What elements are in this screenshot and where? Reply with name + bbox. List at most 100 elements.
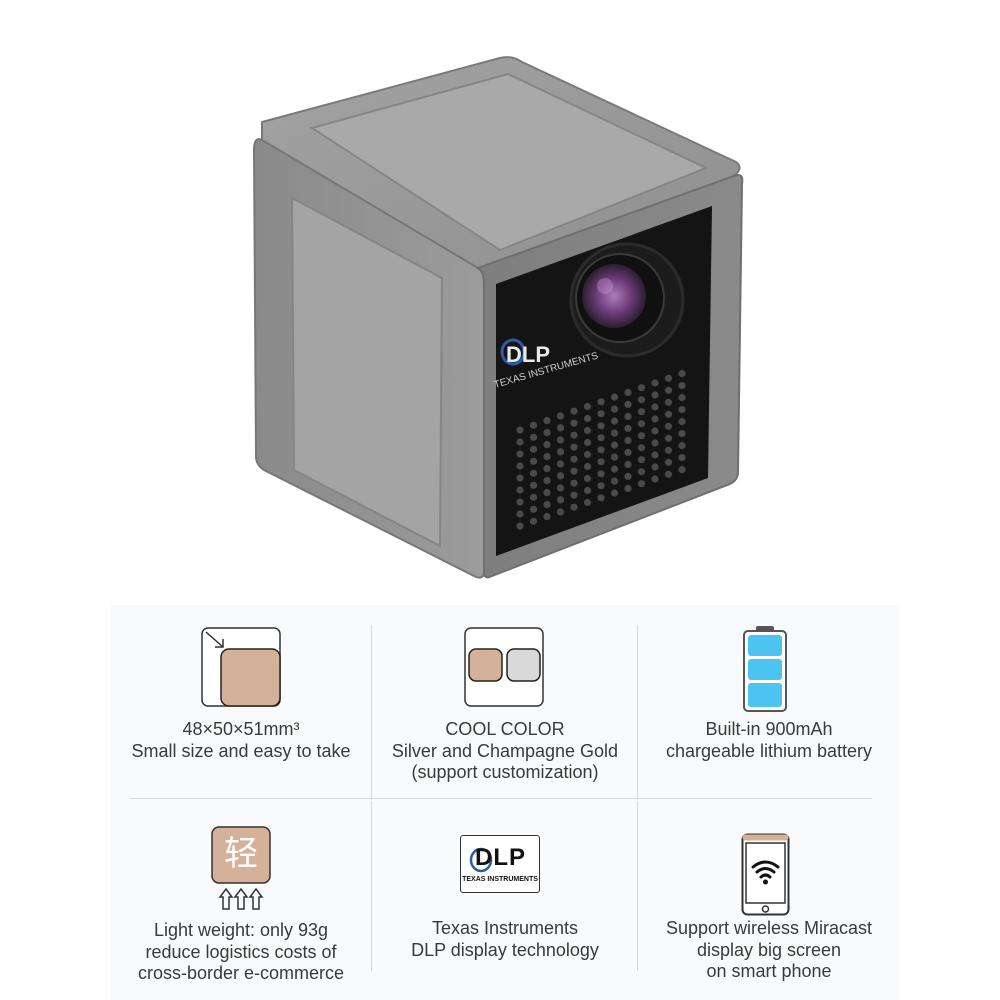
speaker-hole [678,406,686,414]
speaker-hole [583,474,592,483]
product-image: DLP TEXAS INSTRUMENTS [252,56,744,579]
speaker-hole [651,451,659,459]
speaker-hole [556,460,565,468]
speaker-hole [597,410,605,418]
feature-size-line-2: Small size and easy to take [131,740,351,761]
speaker-hole [610,465,619,473]
speaker-hole [664,386,673,394]
speaker-hole [651,403,659,411]
speaker-hole [516,426,524,434]
speaker-hole [529,457,538,465]
speaker-hole [543,441,551,449]
speaker-hole [570,455,578,463]
speaker-hole [570,467,578,475]
speaker-hole [516,522,524,530]
speaker-hole [664,446,673,454]
speaker-hole [583,462,592,471]
speaker-hole [597,482,605,490]
speaker-hole [624,388,632,396]
feature-miracast: Support wireless Miracast display big sc… [638,800,900,1000]
speaker-hole [651,379,659,387]
speaker-hole [583,450,592,459]
speaker-hole [624,400,632,408]
speaker-hole [543,489,551,497]
speaker-hole [610,489,619,497]
feature-dlp-line-1: Texas Instruments [431,918,579,938]
speaker-hole [624,436,632,444]
feature-color-line-2: Silver and Champagne Gold [391,740,619,761]
speaker-hole [610,405,619,413]
speaker-hole [583,402,592,411]
speaker-hole [664,422,673,430]
speaker-hole [624,472,632,480]
feature-battery: Built-in 900mAh chargeable lithium batte… [638,605,900,800]
feature-color-line-3: (support customization) [411,762,599,782]
speaker-hole [678,382,686,390]
feature-size: 48×50×51mm³ Small size and easy to take [110,605,372,800]
speaker-hole [556,412,565,420]
speaker-hole [610,441,619,449]
speaker-hole [570,479,578,487]
speaker-hole [637,480,646,488]
speaker-hole [678,466,686,474]
speaker-hole [597,446,605,454]
lens [582,264,646,328]
speaker-hole [651,427,659,435]
speaker-hole [624,448,632,456]
speaker-hole [529,445,538,453]
speaker-hole [516,474,524,482]
speaker-hole [610,393,619,401]
speaker-hole [597,470,605,478]
speaker-hole [637,408,646,416]
speaker-hole [570,407,578,415]
speaker-hole [556,436,565,444]
speaker-hole [529,469,538,477]
speaker-hole [583,498,592,507]
speaker-hole [624,412,632,420]
speaker-hole [678,370,686,378]
speaker-hole [678,430,686,438]
speaker-hole [583,438,592,447]
speaker-hole [664,458,673,466]
speaker-hole [516,510,524,518]
speaker-hole [651,391,659,399]
speaker-hole [610,477,619,485]
speaker-hole [597,398,605,406]
speaker-hole [543,453,551,461]
speaker-hole [529,505,538,513]
speaker-hole [624,424,632,432]
battery-icon [741,625,789,718]
speaker-hole [556,508,565,516]
speaker-hole [556,484,565,492]
speaker-hole [610,429,619,437]
speaker-hole [678,454,686,462]
speaker-hole [543,477,551,485]
dlp-logo-text: DLP [475,844,526,871]
speaker-hole [543,513,551,521]
speaker-hole [678,418,686,426]
feature-weight-line-1: Light weight: only 93g [153,920,329,940]
speaker-hole [516,462,524,470]
speaker-hole [516,486,524,494]
speaker-hole [624,484,632,492]
speaker-hole [678,394,686,402]
speaker-hole [543,429,551,437]
speaker-hole [516,438,524,446]
speaker-hole [664,398,673,406]
speaker-hole [543,417,551,425]
feature-miracast-line-1: Support wireless Miracast [665,918,873,938]
speaker-hole [516,450,524,458]
speaker-hole [556,424,565,432]
speaker-hole [597,494,605,502]
size-resize-icon [201,627,283,714]
speaker-hole [637,444,646,452]
speaker-hole [637,420,646,428]
speaker-hole [664,434,673,442]
speaker-hole [529,433,538,441]
speaker-hole [637,468,646,476]
smartphone-wifi-icon [741,833,791,922]
speaker-hole [651,439,659,447]
speaker-hole [624,460,632,468]
speaker-hole [529,517,538,525]
light-weight-icon: 轻 [210,825,272,920]
